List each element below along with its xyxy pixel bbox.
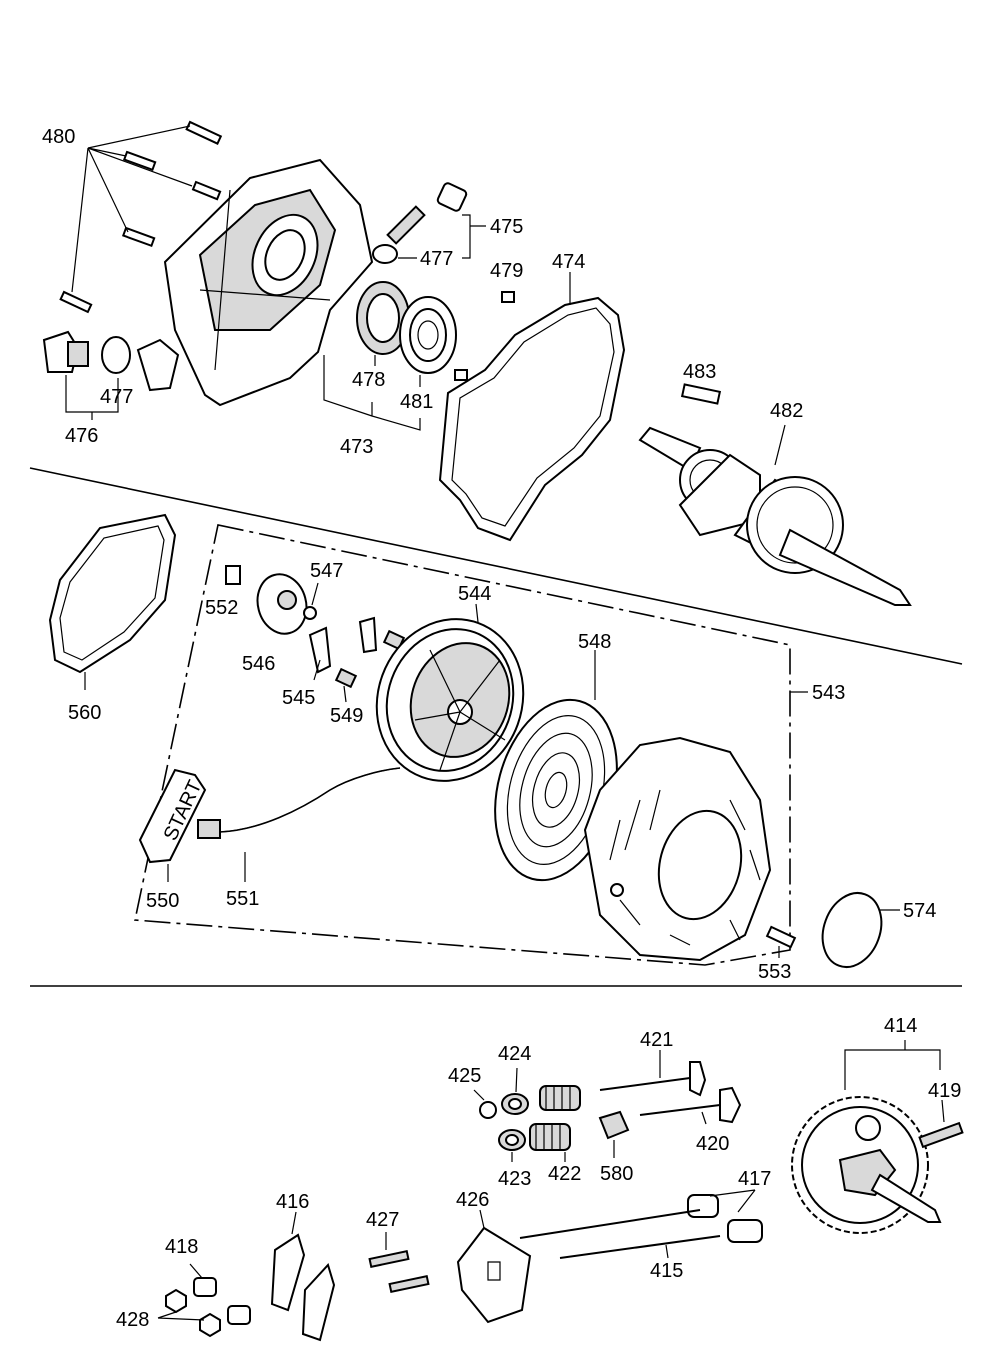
part-label-476: 476: [65, 425, 98, 447]
part-label-478: 478: [352, 369, 385, 391]
part-label-477-bottom: 477: [100, 386, 133, 408]
part-label-474: 474: [552, 251, 585, 273]
oil-seal-478: [356, 281, 410, 355]
part-label-553: 553: [758, 961, 791, 983]
tappet-417: [687, 1194, 763, 1243]
part-label-419: 419: [928, 1080, 961, 1102]
ring-guard-560: [48, 513, 177, 674]
part-label-473: 473: [340, 436, 373, 458]
part-label-415: 415: [650, 1260, 683, 1282]
bearing-481: [399, 296, 457, 374]
nut-428: [165, 1288, 221, 1338]
part-label-418: 418: [165, 1236, 198, 1258]
drain-plug-476: [42, 330, 89, 373]
part-label-416: 416: [276, 1191, 309, 1213]
rope-551: [219, 767, 401, 833]
reel-pulley-544: [375, 618, 525, 782]
part-label-574: 574: [903, 900, 936, 922]
part-label-548: 548: [578, 631, 611, 653]
oil-filler-cap: [386, 182, 468, 245]
seal-574: [821, 892, 883, 968]
part-label-550: 550: [146, 890, 179, 912]
pivot-418: [193, 1277, 251, 1325]
part-label-479: 479: [490, 260, 523, 282]
valve-420: [639, 1086, 742, 1124]
part-label-423: 423: [498, 1168, 531, 1190]
gasket-474: [438, 296, 626, 542]
part-label-420: 420: [696, 1133, 729, 1155]
part-label-549: 549: [330, 705, 363, 727]
leader-414: [844, 1040, 941, 1090]
part-label-428: 428: [116, 1309, 149, 1331]
ratchet-546: [256, 573, 308, 635]
start-handle-550: START: [138, 768, 221, 864]
part-label-546: 546: [242, 653, 275, 675]
valve-spring-upper: [539, 1085, 581, 1111]
crankshaft-482: [638, 426, 912, 606]
pin-479-b: [454, 369, 468, 381]
part-label-551: 551: [226, 888, 259, 910]
oring-477-bottom: [101, 336, 131, 374]
retainer-424: [501, 1093, 529, 1115]
camshaft-gear-414: [791, 1096, 942, 1234]
crankcase-cover: [136, 158, 374, 407]
part-label-475: 475: [490, 216, 523, 238]
part-label-414: 414: [884, 1015, 917, 1037]
part-label-425: 425: [448, 1065, 481, 1087]
part-label-422: 422: [548, 1163, 581, 1185]
part-label-427: 427: [366, 1209, 399, 1231]
oring-477-top: [372, 244, 398, 264]
retainer-425: [479, 1101, 497, 1119]
part-label-544: 544: [458, 583, 491, 605]
bolt-553: [765, 925, 797, 949]
part-label-560: 560: [68, 702, 101, 724]
leader-473: [323, 355, 421, 431]
part-label-545: 545: [282, 687, 315, 709]
part-label-543: 543: [812, 682, 845, 704]
part-label-477-top: 477: [420, 248, 453, 270]
part-label-580: 580: [600, 1163, 633, 1185]
part-label-482: 482: [770, 400, 803, 422]
pin-479: [501, 291, 515, 303]
rocker-arm-416: [270, 1233, 336, 1342]
part-label-552: 552: [205, 597, 238, 619]
leader-480: [71, 125, 193, 293]
part-label-483: 483: [683, 361, 716, 383]
guide-plate-426: [456, 1226, 532, 1324]
part-label-417: 417: [738, 1168, 771, 1190]
pawl-545: [308, 626, 332, 674]
spring-419: [918, 1121, 964, 1149]
section-divider-upper: [29, 467, 963, 665]
retainer-423: [498, 1129, 526, 1151]
starter-case: [583, 736, 772, 962]
screw-552: [225, 565, 241, 585]
part-label-480: 480: [42, 126, 75, 148]
leader-482: [774, 424, 786, 466]
part-label-421: 421: [640, 1029, 673, 1051]
leader-476: [65, 375, 119, 420]
leader-475: [462, 214, 486, 259]
part-label-424: 424: [498, 1043, 531, 1065]
valve-spring-422: [529, 1123, 571, 1151]
stem-seal-580: [598, 1110, 630, 1140]
key-483: [680, 383, 722, 405]
part-label-547: 547: [310, 560, 343, 582]
valve-421: [599, 1061, 707, 1097]
part-label-426: 426: [456, 1189, 489, 1211]
clip-547: [303, 606, 317, 620]
stud-427: [368, 1249, 430, 1294]
push-rod-415: [519, 1209, 721, 1259]
part-label-481: 481: [400, 391, 433, 413]
